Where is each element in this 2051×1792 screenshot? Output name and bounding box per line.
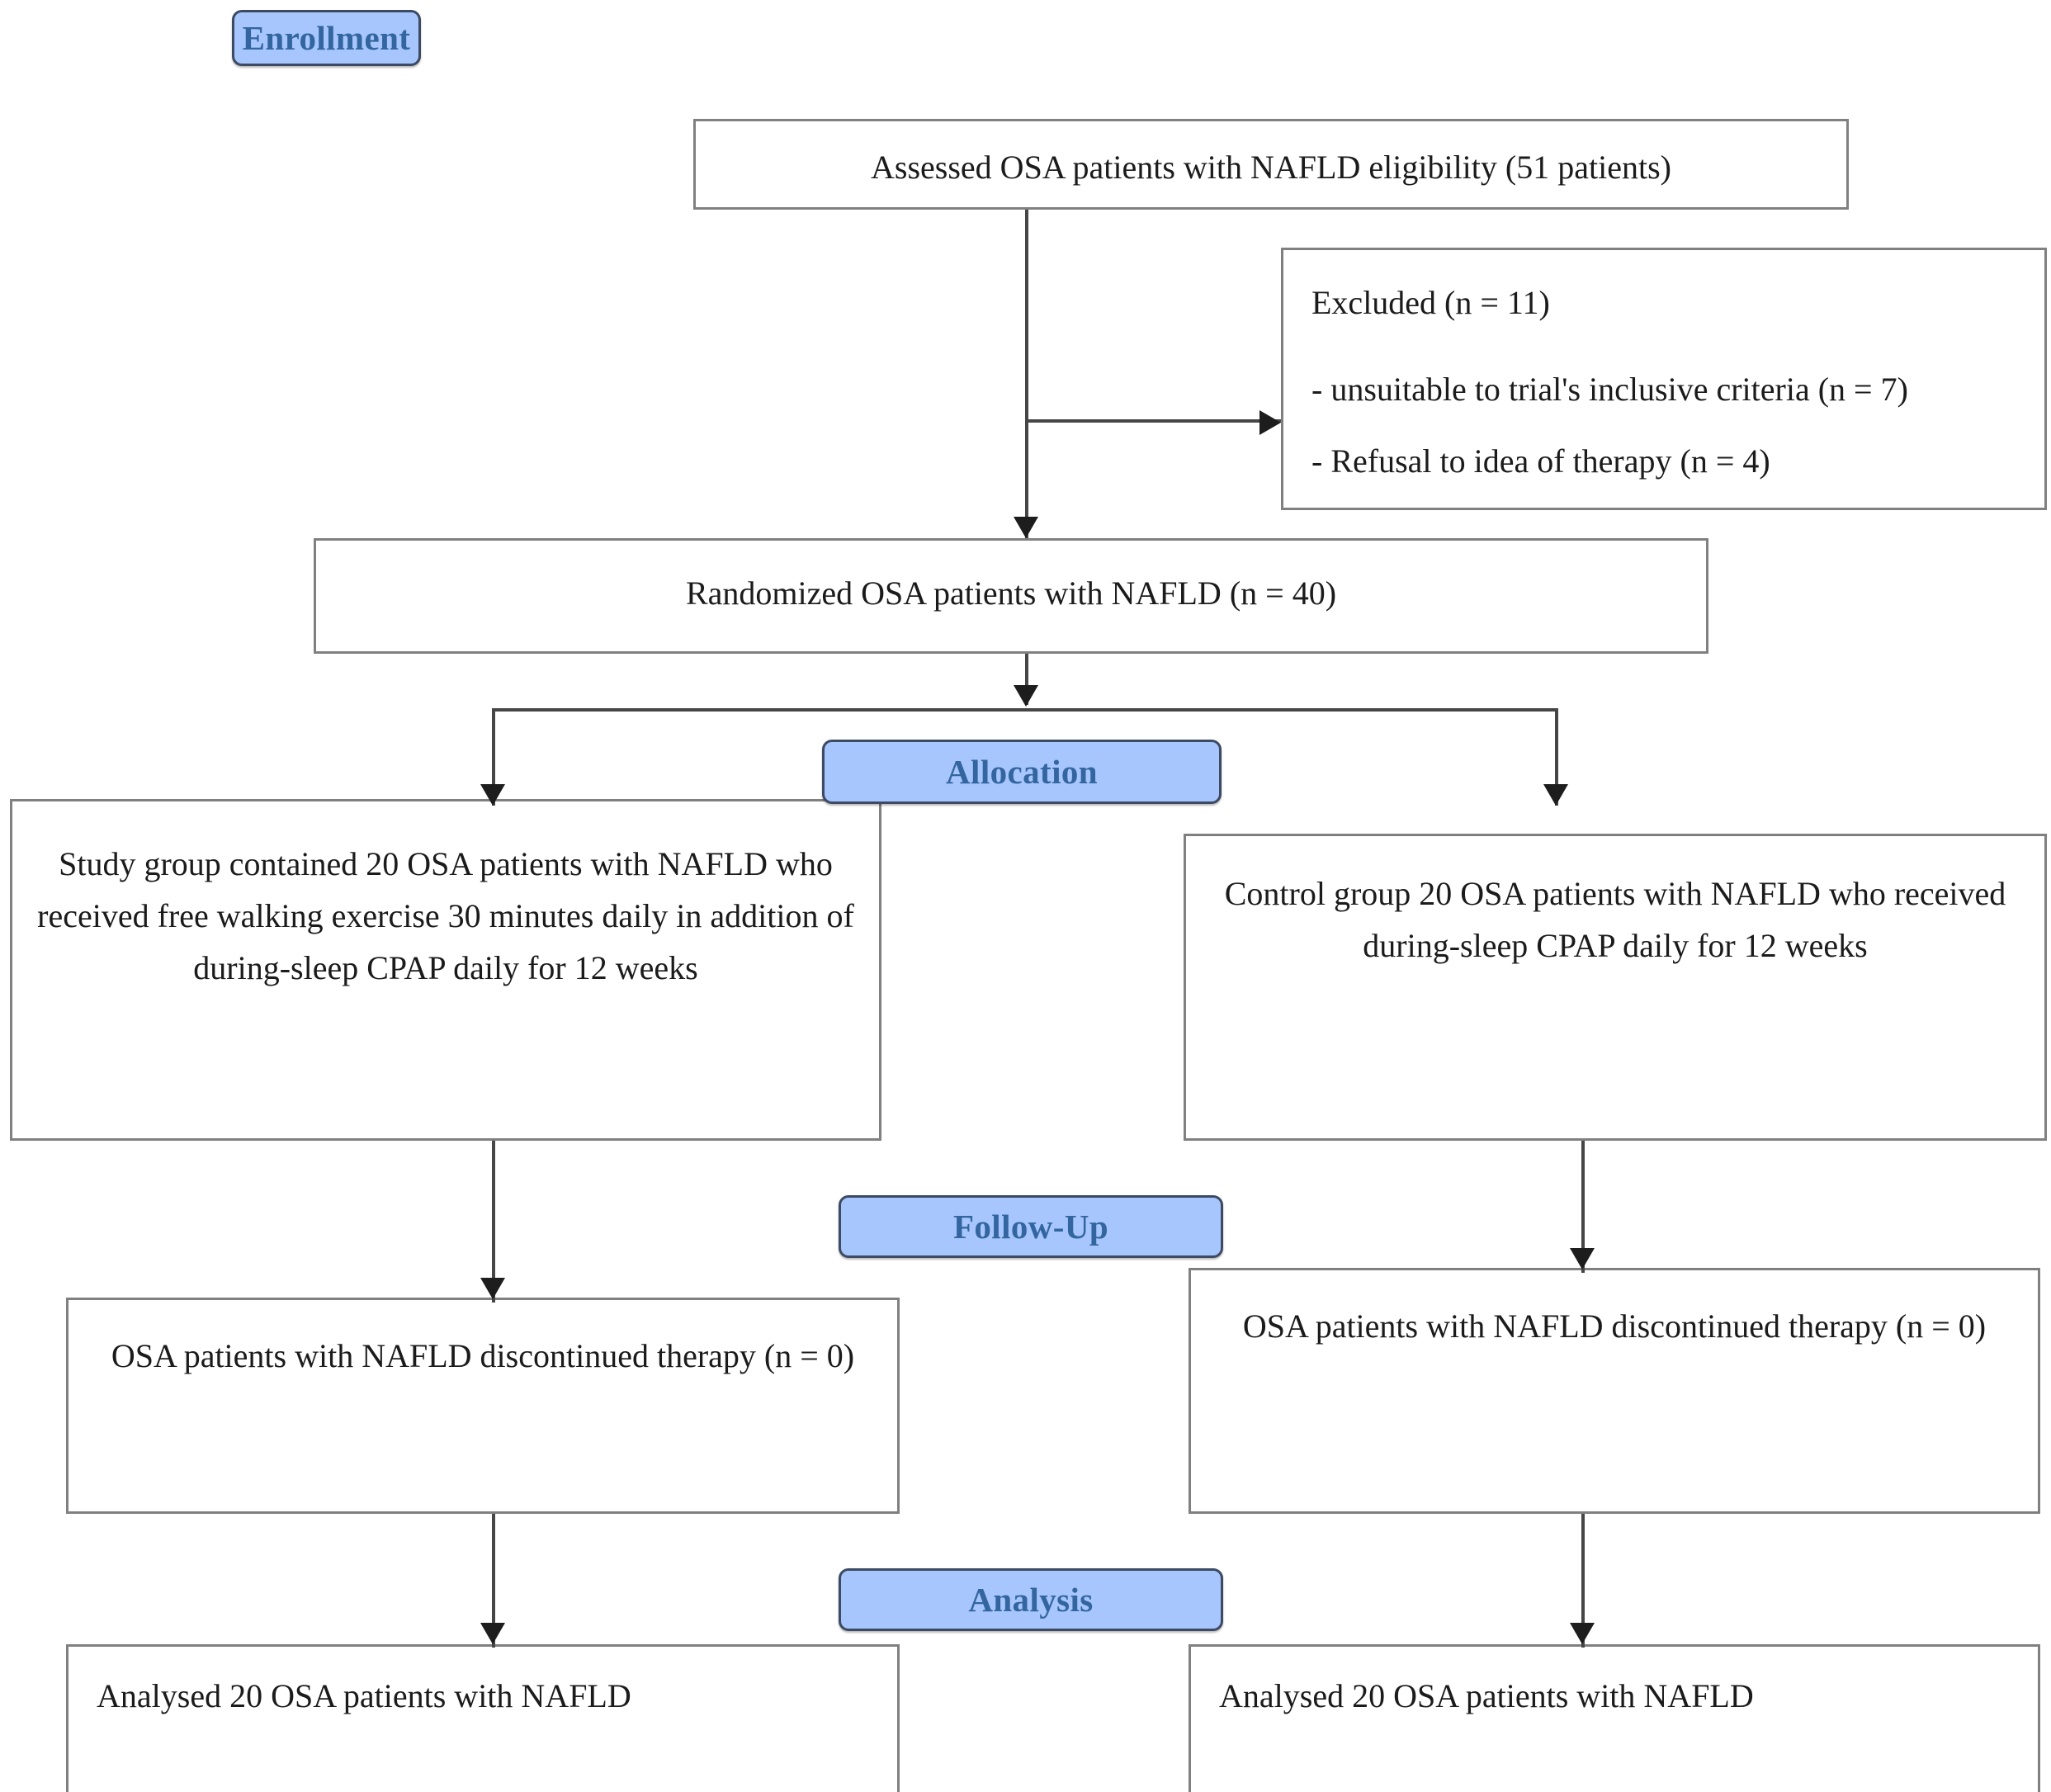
connector-followup-to-analysis-left	[492, 1514, 495, 1648]
arrowhead-split-to-study-group	[480, 784, 505, 806]
box-followup-left-text: OSA patients with NAFLD discontinued the…	[111, 1337, 855, 1374]
box-analysis-right: Analysed 20 OSA patients with NAFLD	[1189, 1644, 2040, 1792]
box-study-group-text: Study group contained 20 OSA patients wi…	[37, 845, 854, 987]
arrowhead-control-to-followup	[1570, 1248, 1595, 1270]
arrowhead-study-to-followup	[480, 1278, 505, 1299]
box-excluded: Excluded (n = 11) - unsuitable to trial'…	[1281, 248, 2047, 510]
connector-to-excluded	[1025, 419, 1281, 423]
arrowhead-followup-to-analysis-left	[480, 1623, 505, 1644]
box-analysis-left-text: Analysed 20 OSA patients with NAFLD	[97, 1677, 631, 1714]
box-excluded-reason-1: - unsuitable to trial's inclusive criter…	[1311, 371, 1908, 409]
box-analysis-left: Analysed 20 OSA patients with NAFLD	[66, 1644, 900, 1792]
stage-label-enrollment-text: Enrollment	[242, 19, 411, 57]
box-excluded-heading: Excluded (n = 11)	[1311, 284, 1550, 321]
stage-label-analysis-text: Analysis	[968, 1581, 1094, 1619]
connector-split-to-study-group	[492, 708, 495, 806]
connector-study-to-followup	[492, 1141, 495, 1303]
connector-followup-to-analysis-right	[1581, 1514, 1585, 1648]
spacer	[1311, 329, 2023, 363]
box-excluded-reason-2: - Refusal to idea of therapy (n = 4)	[1311, 442, 1770, 480]
spacer	[1311, 415, 2023, 435]
box-randomized-text: Randomized OSA patients with NAFLD (n = …	[685, 574, 1337, 612]
connector-randomized-down	[1025, 654, 1028, 705]
box-control-group-text: Control group 20 OSA patients with NAFLD…	[1224, 875, 2006, 965]
box-followup-left: OSA patients with NAFLD discontinued the…	[66, 1298, 900, 1514]
stage-label-allocation-text: Allocation	[946, 753, 1098, 791]
arrowhead-split-to-control-group	[1543, 784, 1568, 806]
arrowhead-randomized-down	[1014, 685, 1038, 707]
connector-control-to-followup	[1581, 1141, 1585, 1273]
connector-assessed-to-randomized	[1025, 210, 1028, 538]
box-study-group: Study group contained 20 OSA patients wi…	[10, 799, 881, 1141]
box-randomized: Randomized OSA patients with NAFLD (n = …	[314, 538, 1708, 654]
stage-label-followup-text: Follow-Up	[952, 1208, 1109, 1246]
box-control-group: Control group 20 OSA patients with NAFLD…	[1184, 834, 2047, 1141]
box-followup-right-text: OSA patients with NAFLD discontinued the…	[1242, 1307, 1987, 1345]
arrowhead-assessed-to-randomized	[1014, 517, 1038, 538]
box-followup-right: OSA patients with NAFLD discontinued the…	[1189, 1268, 2040, 1514]
connector-split-to-control-group	[1555, 708, 1558, 806]
box-assessed-eligibility-text: Assessed OSA patients with NAFLD eligibi…	[871, 149, 1671, 186]
connector-allocation-split	[492, 708, 1558, 712]
arrowhead-to-excluded	[1259, 410, 1281, 435]
stage-label-enrollment: Enrollment	[232, 10, 421, 66]
box-analysis-right-text: Analysed 20 OSA patients with NAFLD	[1219, 1677, 1754, 1714]
arrowhead-followup-to-analysis-right	[1570, 1623, 1595, 1644]
stage-label-allocation: Allocation	[822, 740, 1222, 804]
box-assessed-eligibility: Assessed OSA patients with NAFLD eligibi…	[693, 119, 1849, 210]
stage-label-analysis: Analysis	[839, 1568, 1223, 1631]
stage-label-followup: Follow-Up	[839, 1195, 1223, 1258]
